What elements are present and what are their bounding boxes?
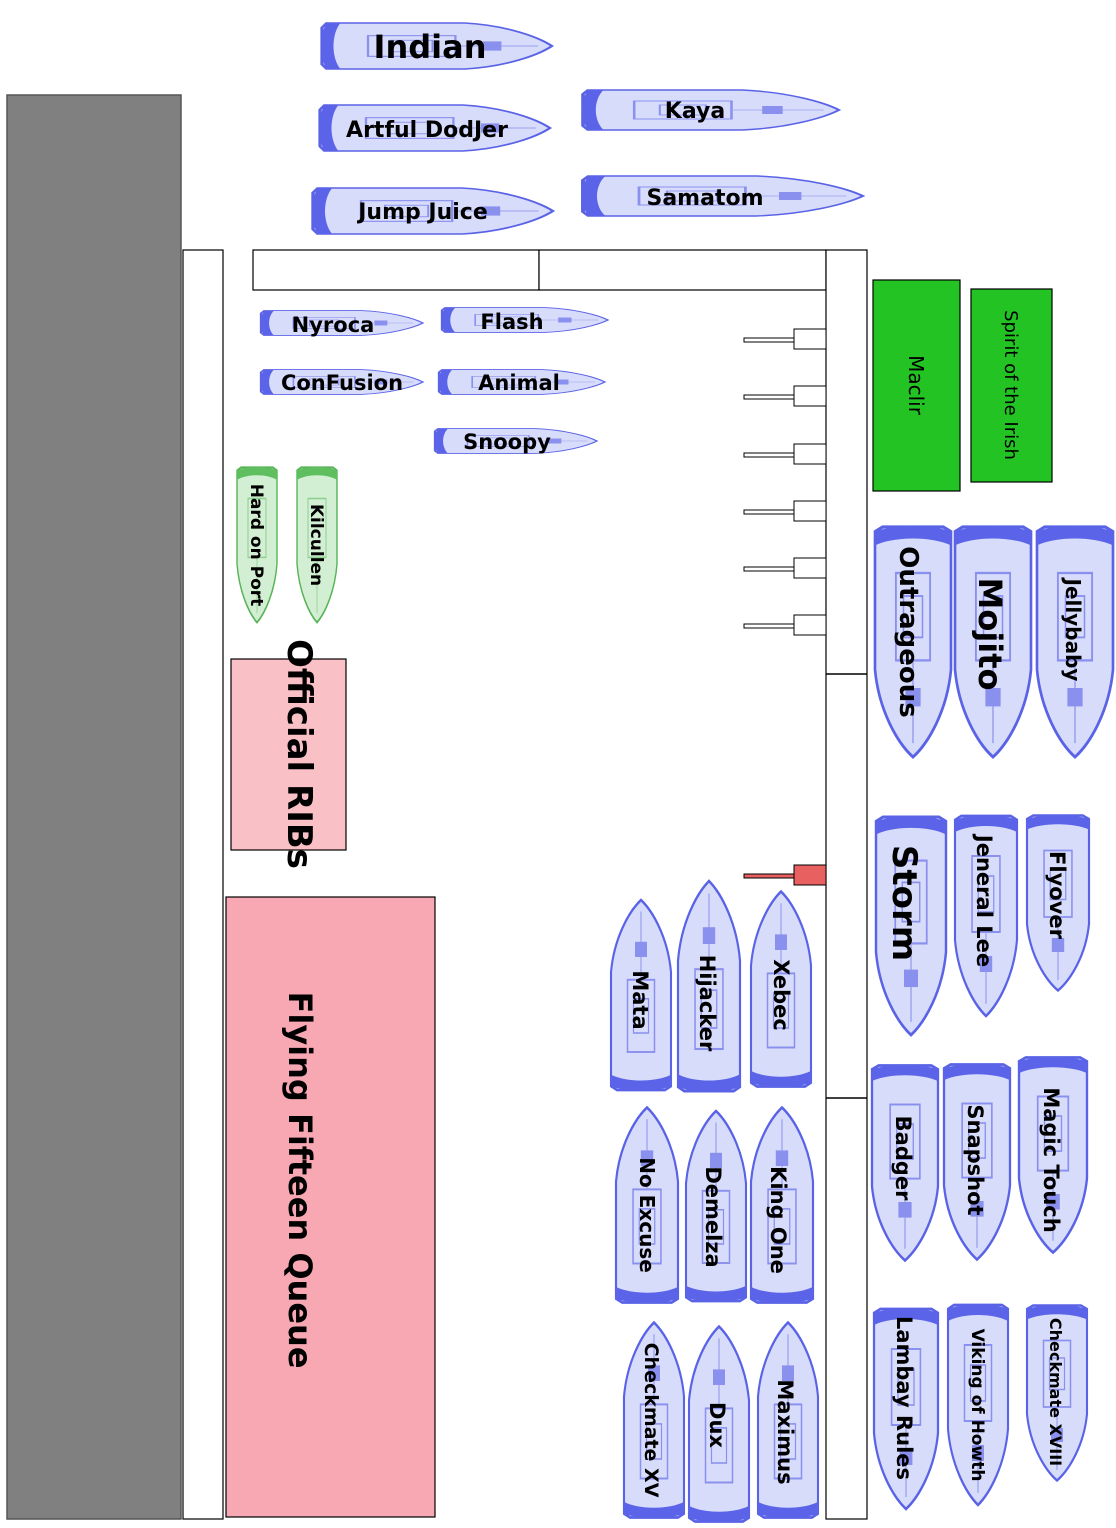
boat-name: Artful DodJer	[346, 118, 508, 143]
boat-no-excuse[interactable]: No Excuse	[616, 1108, 678, 1303]
flying-fifteen-queue-zone	[225, 896, 436, 1518]
boat-name: Jeneral Lee	[972, 833, 996, 967]
boat-maximus[interactable]: Maximus	[758, 1323, 818, 1518]
boat-name: Snapshot	[963, 1104, 987, 1215]
boat-king-one[interactable]: King One	[751, 1108, 813, 1303]
boat-jump-juice[interactable]: Jump Juice	[310, 186, 555, 236]
flying-fifteen-queue-label: Flying Fifteen Queue	[281, 991, 319, 1368]
boat-magic-touch[interactable]: Magic Touch	[1017, 1055, 1089, 1254]
boat-name: Outrageous	[893, 546, 923, 718]
boat-name: Hijacker	[695, 955, 719, 1052]
boat-name: Nyroca	[292, 313, 375, 337]
boat-outrageous[interactable]: Outrageous	[873, 524, 953, 759]
boat-name: Snoopy	[463, 430, 551, 454]
boat-demelza[interactable]: Demelza	[686, 1111, 746, 1301]
boat-name: Demelza	[701, 1166, 725, 1267]
boat-xebec[interactable]: Xebec	[751, 892, 811, 1087]
quay-wall	[6, 94, 182, 1520]
main-pontoon	[825, 249, 868, 1520]
boat-name: Animal	[478, 371, 560, 395]
boat-badger[interactable]: Badger	[870, 1063, 940, 1262]
finger-berth	[743, 452, 795, 458]
boat-name: Flash	[480, 310, 543, 334]
boat-name: ConFusion	[281, 371, 403, 395]
boat-dux[interactable]: Dux	[689, 1327, 749, 1522]
boat-mata[interactable]: Mata	[611, 900, 671, 1090]
boat-name: Checkmate XV	[640, 1343, 662, 1498]
boat-flyover[interactable]: Flyover	[1025, 813, 1091, 992]
boat-flash[interactable]: Flash	[440, 306, 610, 334]
boat-name: Jellybaby	[1061, 577, 1085, 682]
boat-confusion[interactable]: ConFusion	[259, 368, 425, 396]
boat-samatom[interactable]: Samatom	[580, 174, 865, 218]
boat-name: Indian	[374, 28, 487, 66]
boat-jeneral-lee[interactable]: Jeneral Lee	[953, 814, 1019, 1018]
official-ribs-label: Official RIBs	[279, 639, 319, 869]
boat-storm[interactable]: Storm	[874, 814, 948, 1037]
maclir-label: Maclir	[904, 355, 928, 416]
finger-berths	[743, 328, 827, 636]
official-ribs-zone	[230, 658, 347, 851]
boat-kaya[interactable]: Kaya	[580, 88, 841, 132]
boat-name: Kilcullen	[306, 504, 326, 586]
boat-name: Viking of Howth	[967, 1329, 987, 1482]
boat-name: King One	[766, 1166, 790, 1274]
finger-berth	[793, 328, 827, 350]
boat-hijacker[interactable]: Hijacker	[678, 881, 740, 1092]
top-pontoon-right	[538, 249, 827, 291]
boat-indian[interactable]: Indian	[319, 21, 554, 71]
finger-berth	[743, 509, 795, 515]
boat-name: Storm	[884, 845, 924, 961]
quay-pontoon	[182, 249, 224, 1520]
boat-name: No Excuse	[635, 1157, 659, 1273]
boat-jellybaby[interactable]: Jellybaby	[1035, 524, 1115, 759]
maclir-zone	[872, 279, 961, 492]
boat-lambay-rules[interactable]: Lambay Rules	[872, 1307, 940, 1511]
finger-berth	[743, 394, 795, 400]
boat-name: Samatom	[646, 186, 763, 211]
boat-name: Flyover	[1045, 851, 1069, 940]
boat-kilcullen[interactable]: Kilcullen	[295, 466, 339, 624]
boat-name: Hard on Port	[246, 484, 266, 607]
boat-animal[interactable]: Animal	[437, 368, 607, 396]
boat-name: Xebec	[769, 959, 793, 1031]
red-finger-berth	[743, 873, 795, 879]
finger-berth	[793, 557, 827, 579]
boat-snoopy[interactable]: Snoopy	[433, 427, 599, 455]
finger-berth	[793, 443, 827, 465]
boat-name: Mojito	[971, 577, 1009, 690]
boat-hard-on-port[interactable]: Hard on Port	[235, 466, 279, 624]
red-finger-berth	[793, 864, 827, 886]
boat-snapshot[interactable]: Snapshot	[942, 1062, 1012, 1261]
finger-berth	[793, 614, 827, 636]
spirit-of-the-irish-zone	[970, 288, 1053, 483]
boat-nyroca[interactable]: Nyroca	[259, 309, 425, 337]
top-pontoon-left	[252, 249, 540, 291]
boat-name: Magic Touch	[1039, 1087, 1063, 1232]
boat-viking-of-howth[interactable]: Viking of Howth	[946, 1303, 1010, 1507]
finger-berth	[743, 566, 795, 572]
finger-berth	[743, 623, 795, 629]
boat-mojito[interactable]: Mojito	[953, 524, 1033, 759]
spirit-of-the-irish-label: Spirit of the Irish	[1000, 310, 1021, 460]
finger-berth	[793, 385, 827, 407]
boat-name: Dux	[705, 1402, 729, 1448]
boat-checkmate-xv[interactable]: Checkmate XV	[624, 1323, 684, 1518]
boat-name: Checkmate XVIII	[1046, 1318, 1065, 1466]
finger-berth	[793, 500, 827, 522]
boat-checkmate-xviii[interactable]: Checkmate XVIII	[1025, 1303, 1089, 1482]
boat-name: Jump Juice	[356, 200, 488, 225]
boat-name: Badger	[891, 1116, 915, 1201]
finger-berth	[743, 337, 795, 343]
boat-artful-dodjer[interactable]: Artful DodJer	[317, 103, 552, 153]
boat-name: Lambay Rules	[892, 1316, 916, 1480]
boat-name: Mata	[628, 970, 652, 1029]
boat-name: Maximus	[773, 1379, 797, 1484]
boat-name: Kaya	[665, 99, 725, 124]
